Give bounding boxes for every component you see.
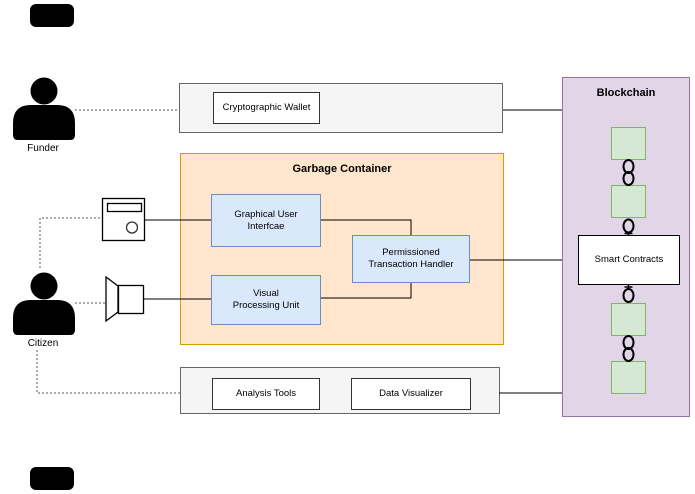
block-4 — [611, 361, 646, 394]
terminal-icon — [101, 197, 146, 242]
node-smart-contracts: Smart Contracts — [578, 235, 680, 285]
camera-icon — [105, 275, 145, 323]
redaction-bar-bottom — [30, 467, 74, 490]
funder-person-icon — [13, 77, 75, 140]
funder-label: Funder — [27, 142, 59, 154]
node-analysis-tools: Analysis Tools — [212, 378, 320, 410]
node-data-visualizer-label: Data Visualizer — [379, 388, 443, 400]
node-gui-label: Graphical User Interfcae — [234, 208, 298, 232]
edge-citizen-to-analysis — [36, 350, 180, 394]
citizen-label: Citizen — [27, 337, 59, 349]
node-vpu-label: Visual Processing Unit — [232, 288, 300, 311]
citizen-person-icon — [13, 272, 75, 335]
node-analysis-tools-label: Analysis Tools — [235, 388, 297, 400]
garbage-container-title: Garbage Container — [292, 163, 392, 175]
blockchain-title: Blockchain — [596, 87, 656, 99]
node-permissioned-transaction-handler: Permissioned Transaction Handler — [352, 235, 470, 283]
redaction-bar-top — [30, 4, 74, 27]
block-1 — [611, 127, 646, 160]
block-2 — [611, 185, 646, 218]
node-graphical-user-interface: Graphical User Interfcae — [211, 194, 321, 247]
node-visual-processing-unit: Visual Processing Unit — [211, 275, 321, 325]
edge-citizen-to-terminal — [39, 217, 104, 270]
node-pth-label: Permissioned Transaction Handler — [368, 247, 454, 270]
block-3 — [611, 303, 646, 336]
node-smart-contracts-label: Smart Contracts — [594, 254, 664, 266]
node-cryptographic-wallet-label: Cryptographic Wallet — [222, 102, 311, 114]
node-data-visualizer: Data Visualizer — [351, 378, 471, 410]
node-cryptographic-wallet: Cryptographic Wallet — [213, 92, 320, 124]
